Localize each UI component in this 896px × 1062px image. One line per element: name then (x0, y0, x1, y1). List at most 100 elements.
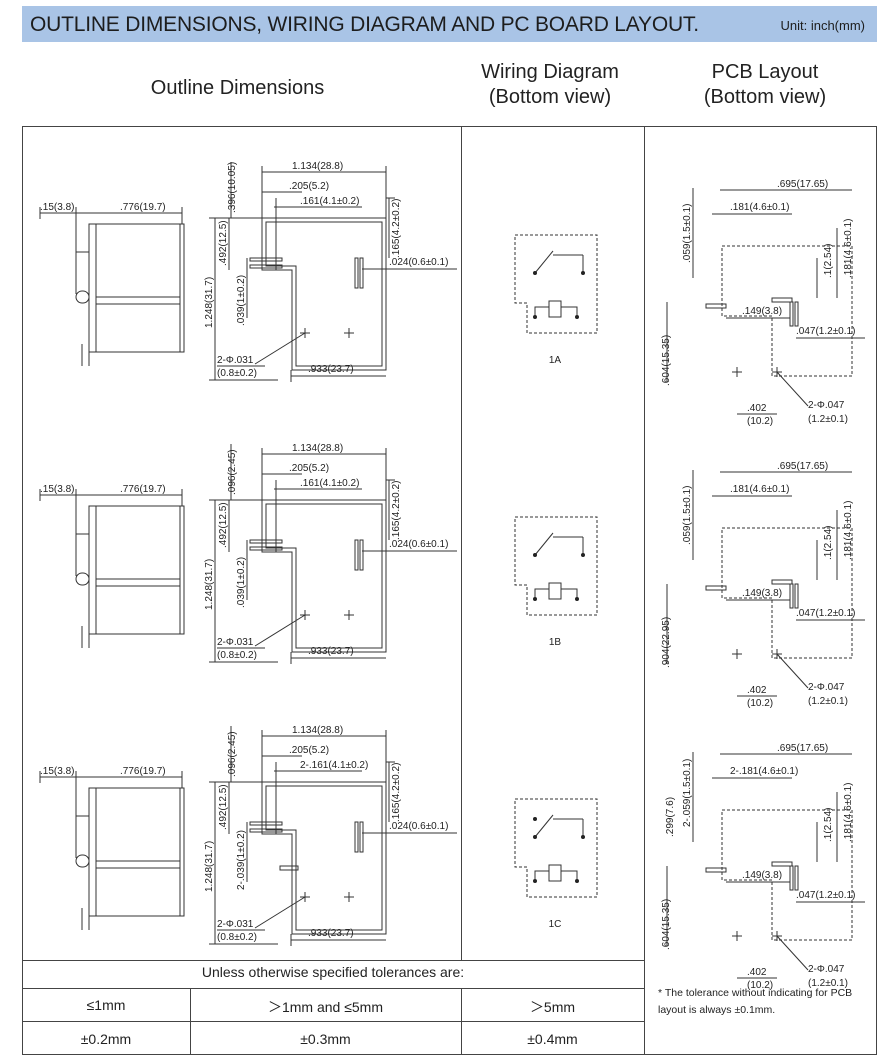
front-top-h-dimension: .396(10.05) (227, 162, 238, 213)
pcb-column-header: PCB Layout (Bottom view) (665, 60, 865, 110)
pcb-v059-dimension: .059(1.5±0.1) (682, 204, 693, 263)
wiring-contact-arm (534, 532, 554, 556)
front-holes-tolerance: (0.8±0.2) (217, 650, 257, 661)
relay-side-edge (88, 787, 97, 917)
relay-side-body (95, 505, 181, 635)
front-h1248-dimension: 1.248(31.7) (204, 841, 215, 892)
front-h1248-dimension: 1.248(31.7) (204, 559, 215, 610)
wiring-no-terminal (581, 835, 585, 839)
side-view-drawing-1A: .15(3.8).776(19.7) (39, 202, 185, 366)
pcb-outline (721, 527, 853, 659)
front-view-drawing-1A: 1.134(28.8) .205(5.2) .161(4.1±0.2) .396(10… (204, 161, 457, 382)
pcb-w695-dimension: .695(17.65) (777, 179, 828, 190)
front-pin-vertical-2 (359, 821, 364, 853)
wiring-coil-lead-left (534, 588, 549, 597)
pcb-pad-horizontal-1 (705, 585, 727, 591)
front-h039-dimension: .039(1±0.2) (236, 275, 247, 326)
wiring-common-terminal (533, 271, 537, 275)
wiring-diagram-outline (514, 798, 598, 898)
front-w3-dimension: 2-.161(4.1±0.2) (300, 760, 368, 771)
pcb-pad-horizontal-2 (771, 861, 793, 867)
wiring-coil (548, 864, 562, 882)
pcb-hole-tolerance: (1.2±0.1) (808, 414, 848, 425)
outline-column-header: Outline Dimensions (105, 76, 370, 101)
tolerance-col-divider-1 (190, 988, 191, 1055)
pcb-v01-dimension: .1(2.54) (823, 244, 834, 278)
front-pin-vertical-2 (359, 539, 364, 571)
pcb-v01-dimension: .1(2.54) (823, 526, 834, 560)
tolerance-header-rule (22, 1021, 644, 1022)
wiring-common-terminal (533, 835, 537, 839)
pcb-hole-tolerance: (1.2±0.1) (808, 696, 848, 707)
pcb-pad-vertical-1 (789, 301, 794, 327)
wiring-coil-lead-right (561, 306, 578, 315)
relay-front-outline (261, 781, 387, 935)
wiring-diagram-1C: 1C (514, 798, 598, 930)
front-holes-tolerance: (0.8±0.2) (217, 932, 257, 943)
relay-side-lid (179, 787, 185, 917)
front-bottom-w-dimension: .933(23.7) (308, 928, 354, 939)
wiring-diagram-1B: 1B (514, 516, 598, 648)
pcb-pad-horizontal-1 (705, 867, 727, 873)
wiring-coil-terminal-2 (575, 597, 579, 601)
relay-front-inner-outline (265, 785, 383, 931)
pcb-outline (721, 245, 853, 377)
front-h165-dimension: .165(4.2±0.2) (391, 763, 402, 822)
page-title: OUTLINE DIMENSIONS, WIRING DIAGRAM AND P… (30, 13, 699, 36)
relay-side-lid (179, 505, 185, 635)
pcb-v059-dimension: .059(1.5±0.1) (682, 486, 693, 545)
wiring-coil-terminal-2 (575, 315, 579, 319)
front-h1248-dimension: 1.248(31.7) (204, 277, 215, 328)
pcb-outline (721, 809, 853, 941)
front-pin024-dimension: .024(0.6±0.1) (389, 257, 448, 268)
pcb-hole-tolerance: (1.2±0.1) (808, 978, 848, 989)
pcb-tolerance-note: * The tolerance without indicating for P… (658, 987, 853, 1016)
front-pin-horizontal-1 (249, 257, 283, 262)
relay-side-body (95, 787, 181, 917)
relay-side-edge (88, 223, 97, 353)
pcb-pad-vertical-2 (794, 583, 799, 609)
relay-side-tab (75, 806, 89, 817)
front-top-h-dimension: .096(2.45) (227, 449, 238, 495)
front-w2-dimension: .205(5.2) (289, 181, 329, 192)
tolerance-value-2: ±0.3mm (300, 1031, 351, 1047)
wiring-no-terminal (581, 271, 585, 275)
front-bottom-w-dimension: .933(23.7) (308, 646, 354, 657)
front-w2-dimension: .205(5.2) (289, 463, 329, 474)
side-width-dimension: .776(19.7) (120, 202, 166, 213)
pcb-v181-dimension: .181(4.6±0.1) (843, 783, 854, 842)
front-w3-dimension: .161(4.1±0.2) (300, 196, 359, 207)
side-width-dimension: .776(19.7) (120, 484, 166, 495)
divider-outline-wiring (461, 126, 462, 960)
front-hole-leader (254, 614, 306, 647)
wiring-common-terminal (533, 553, 537, 557)
tolerance-caption-rule (22, 988, 644, 989)
wiring-column-header: Wiring Diagram (Bottom view) (455, 60, 645, 110)
pcb-w181-dimension: .181(4.6±0.1) (730, 202, 789, 213)
pcb-b402-dimension: .402 (747, 685, 767, 696)
pcb-layout-1A: .695(17.65) .181(4.6±0.1) .059(1.5±0.1) .1(… (661, 179, 865, 427)
front-view-drawing-1C: 1.134(28.8).205(5.2)2-.161(4.1±0.2).096(… (204, 725, 457, 946)
diagram-frame (22, 126, 877, 1055)
relay-front-inner-outline (265, 221, 383, 367)
relay-side-pin-block (75, 290, 90, 304)
front-pin-horizontal-1 (249, 539, 283, 544)
front-pin-horizontal-1 (249, 821, 283, 826)
wiring-coil (548, 582, 562, 600)
pcb-pad-horizontal-2 (771, 579, 793, 585)
pcb-v299-dimension: .299(7.6) (665, 797, 676, 837)
pcb-v604-dimension: .904(22.95) (661, 617, 672, 668)
front-hole-leader (254, 332, 306, 365)
wiring-diagram-1A: 1A (514, 234, 598, 366)
front-holes-tolerance: (0.8±0.2) (217, 368, 257, 379)
front-view-drawing-1B: 1.134(28.8).205(5.2).161(4.1±0.2).096(2.… (204, 443, 457, 664)
wiring-coil-terminal-1 (533, 315, 537, 319)
front-top-h-dimension: .096(2.45) (227, 731, 238, 777)
front-width-dimension: 1.134(28.8) (292, 161, 343, 172)
wiring-diagram-outline (514, 516, 598, 616)
wiring-diagram-outline (514, 234, 598, 334)
pcb-w047-dimension: .047(1.2±0.1) (796, 890, 855, 901)
front-h039-dimension: 2-.039(1±0.2) (236, 830, 247, 890)
tolerance-header-2: ＞1mm and ≤5mm (267, 999, 384, 1015)
front-width-dimension: 1.134(28.8) (292, 725, 343, 736)
